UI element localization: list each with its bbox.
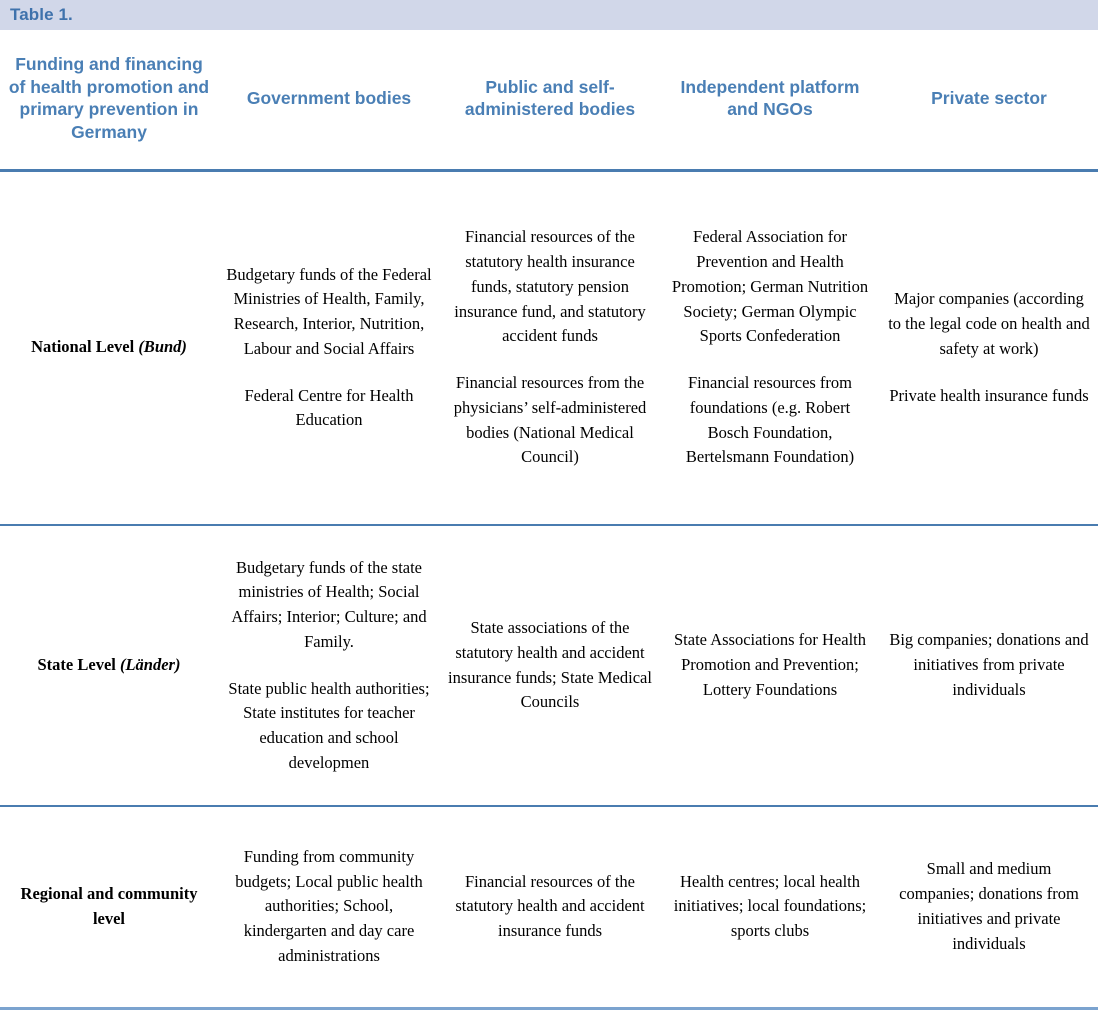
cell-public-self-administered: Financial resources of the statutory hea… [440, 806, 660, 1010]
column-header-public-self-administered-bodies: Public and self-administered bodies [440, 30, 660, 172]
cell-government-bodies: Budgetary funds of the Federal Ministrie… [218, 170, 440, 526]
table-caption-bar: Table 1. [0, 0, 1098, 30]
cell-private-sector: Small and medium companies; donations fr… [880, 806, 1098, 1010]
cell-independent-ngos: Health centres; local health initiatives… [660, 806, 880, 1010]
cell-government-bodies: Budgetary funds of the state ministries … [218, 525, 440, 807]
cell-paragraph: Funding from community budgets; Local pu… [235, 846, 423, 965]
row-label-italic: (Länder) [119, 655, 181, 675]
cell-independent-ngos: Federal Association for Prevention and H… [660, 170, 880, 526]
table-header: Funding and financing of health promotio… [0, 30, 1098, 172]
cell-paragraph: Big companies; donations and initiatives… [889, 630, 1089, 699]
cell-independent-ngos: State Associations for Health Promotion … [660, 525, 880, 807]
column-header-private-sector: Private sector [880, 30, 1098, 172]
cell-paragraph: State Associations for Health Promotion … [673, 630, 866, 699]
cell-paragraph: Financial resources of the statutory hea… [454, 227, 646, 346]
cell-paragraph: Major companies (according to the legal … [888, 289, 1090, 358]
cell-paragraph: Private health insurance funds [889, 385, 1089, 405]
funding-financing-table: Funding and financing of health promotio… [0, 30, 1098, 1010]
column-header-independent-platform-ngos: Independent platform and NGOs [660, 30, 880, 172]
cell-paragraph: Budgetary funds of the state ministries … [231, 557, 427, 651]
cell-paragraph: Small and medium companies; donations fr… [899, 859, 1079, 953]
cell-paragraph: Federal Centre for Health Education [244, 385, 414, 430]
table-caption-label: Table 1. [10, 5, 73, 24]
cell-public-self-administered: Financial resources of the statutory hea… [440, 170, 660, 526]
cell-paragraph: Health centres; local health initiatives… [673, 871, 867, 941]
cell-paragraph: State public health authorities; State i… [228, 678, 430, 772]
table-row: Regional and community level Funding fro… [0, 806, 1098, 1010]
row-label-state-level: State Level (Länder) [0, 525, 218, 807]
cell-private-sector: Big companies; donations and initiatives… [880, 525, 1098, 807]
table-body: National Level (Bund) Budgetary funds of… [0, 170, 1098, 1010]
cell-public-self-administered: State associations of the statutory heal… [440, 525, 660, 807]
row-label-text: State Level [37, 655, 120, 675]
cell-paragraph: Federal Association for Prevention and H… [671, 227, 869, 346]
row-label-italic: (Bund) [138, 337, 187, 357]
cell-private-sector: Major companies (according to the legal … [880, 170, 1098, 526]
table-row: State Level (Länder) Budgetary funds of … [0, 525, 1098, 807]
column-header-government-bodies: Government bodies [218, 30, 440, 172]
row-label-regional-community-level: Regional and community level [0, 806, 218, 1010]
row-label-national-level: National Level (Bund) [0, 170, 218, 526]
cell-paragraph: Financial resources from the physicians’… [453, 373, 647, 467]
table-row: National Level (Bund) Budgetary funds of… [0, 170, 1098, 526]
row-label-text: Regional and community level [20, 884, 198, 928]
cell-paragraph: Financial resources of the statutory hea… [455, 871, 645, 941]
cell-paragraph: Financial resources from foundations (e.… [685, 373, 855, 467]
row-label-text: National Level [31, 337, 139, 357]
cell-paragraph: State associations of the statutory heal… [448, 618, 652, 712]
column-header-title: Funding and financing of health promotio… [0, 30, 218, 172]
table-header-row: Funding and financing of health promotio… [0, 30, 1098, 172]
cell-paragraph: Budgetary funds of the Federal Ministrie… [226, 264, 432, 358]
cell-government-bodies: Funding from community budgets; Local pu… [218, 806, 440, 1010]
